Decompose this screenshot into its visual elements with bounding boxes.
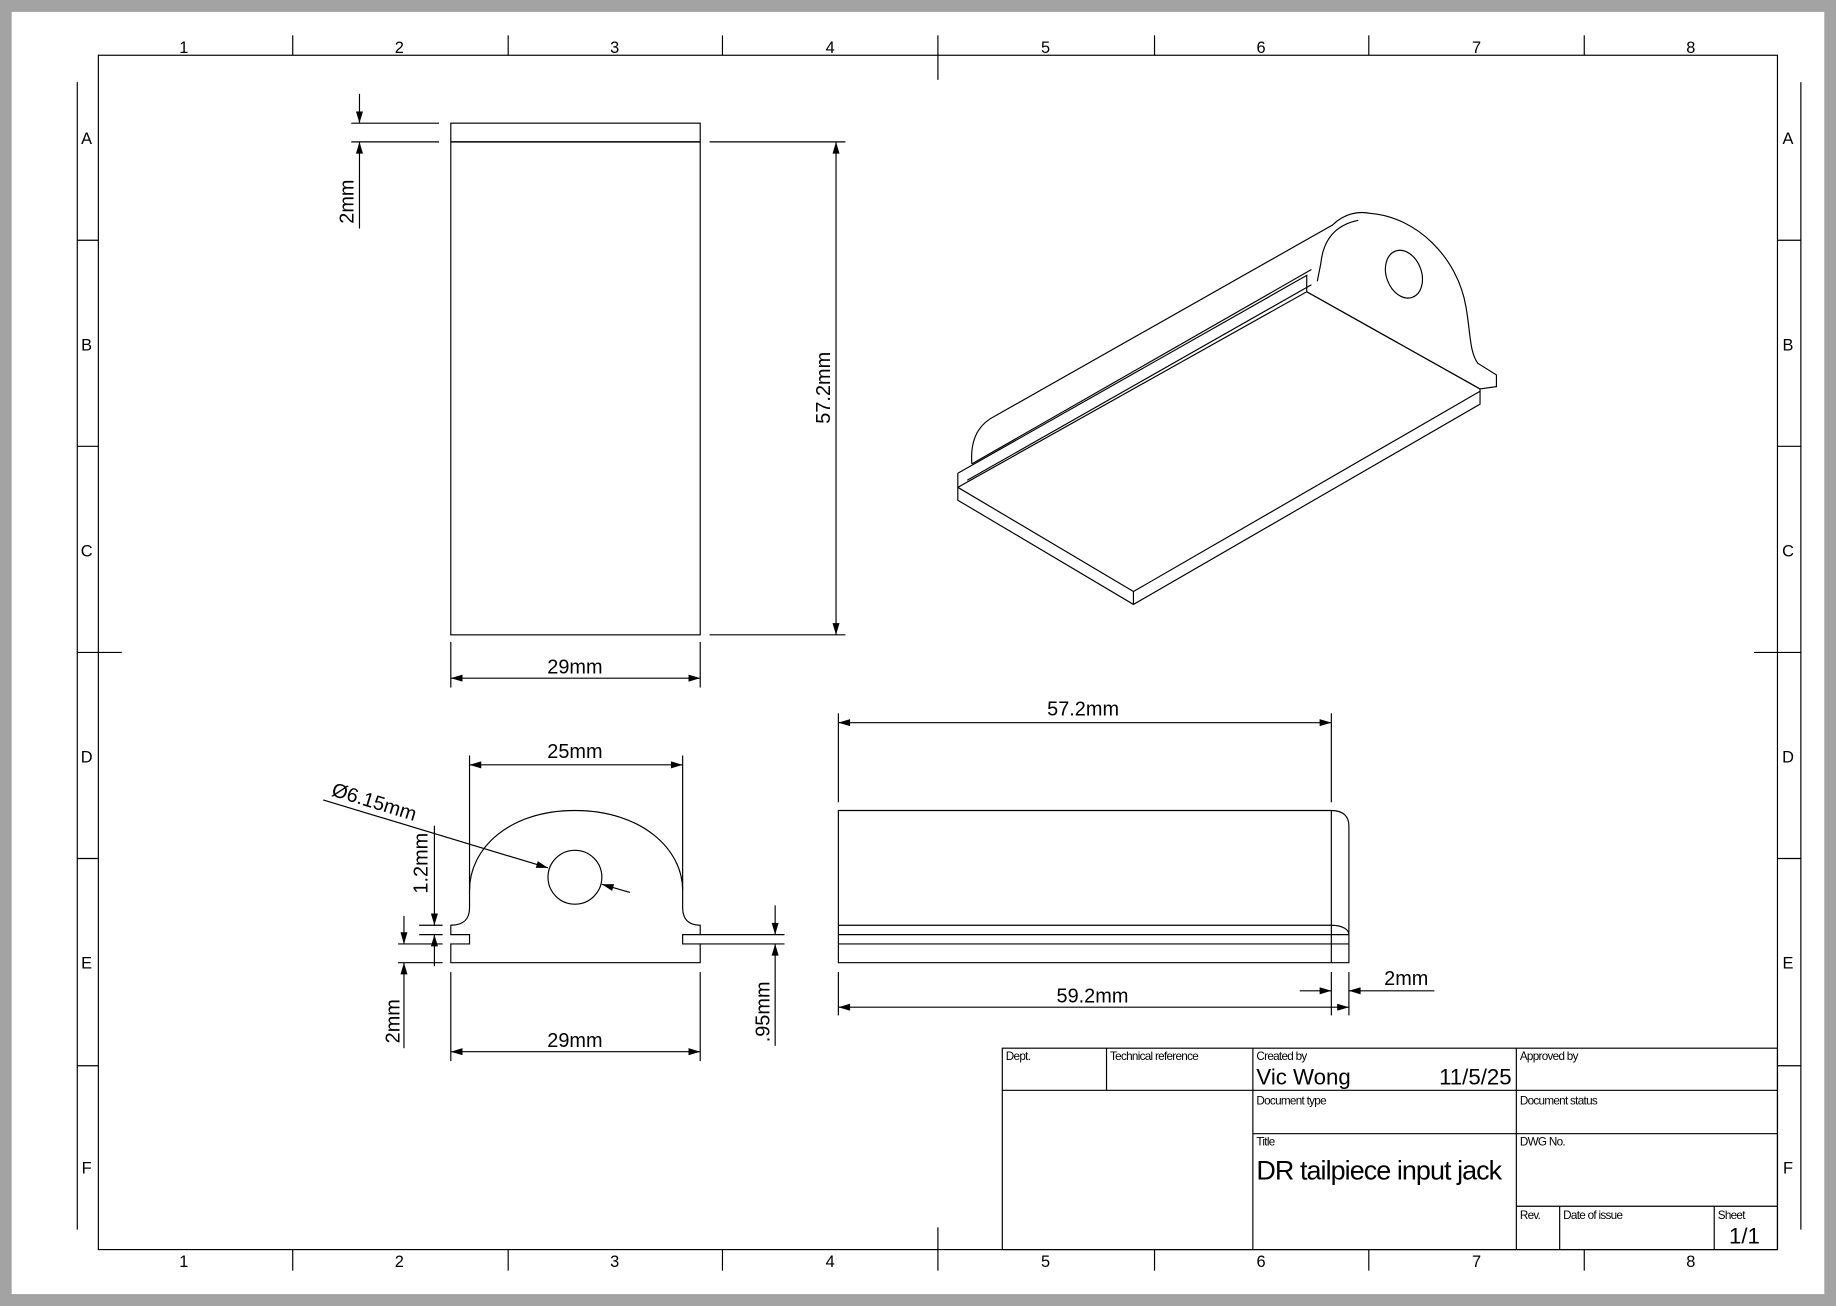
isometric-view bbox=[957, 211, 1498, 606]
created-by-label: Created by bbox=[1256, 1050, 1307, 1063]
row-labels-right: A B C D E F bbox=[1782, 130, 1794, 1177]
svg-text:7: 7 bbox=[1472, 39, 1481, 57]
svg-text:7: 7 bbox=[1472, 1253, 1481, 1271]
svg-text:B: B bbox=[81, 336, 92, 354]
column-labels-bottom: 1 2 3 4 5 6 7 8 bbox=[179, 1253, 1695, 1271]
zone-ticks bbox=[76, 35, 1802, 1271]
dept-label: Dept. bbox=[1006, 1050, 1031, 1063]
sheet-number: 1/1 bbox=[1729, 1224, 1760, 1249]
svg-text:4: 4 bbox=[826, 39, 835, 57]
dim-flange-height: 1.2mm bbox=[410, 833, 432, 894]
svg-text:1: 1 bbox=[179, 1253, 188, 1271]
svg-text:E: E bbox=[81, 955, 92, 973]
svg-text:F: F bbox=[1783, 1159, 1793, 1177]
dim-top-length: 57.2mm bbox=[813, 352, 835, 424]
row-labels-left: A B C D E F bbox=[81, 130, 93, 1177]
svg-text:B: B bbox=[1783, 336, 1794, 354]
top-view: 2mm 57.2mm 29mm bbox=[337, 93, 846, 688]
dim-base-thickness: 2mm bbox=[382, 999, 404, 1043]
title-block: Dept. Technical reference Created by Vic… bbox=[1001, 1047, 1779, 1251]
doc-status-label: Document status bbox=[1520, 1094, 1598, 1107]
sheet-label: Sheet bbox=[1718, 1209, 1746, 1222]
svg-text:A: A bbox=[81, 130, 92, 148]
dwg-no-label: DWG No. bbox=[1520, 1135, 1566, 1148]
svg-text:3: 3 bbox=[610, 1253, 619, 1271]
created-by: Vic Wong bbox=[1256, 1064, 1350, 1089]
dim-side-length-top: 57.2mm bbox=[1047, 699, 1119, 721]
drawing-title: DR tailpiece input jack bbox=[1256, 1155, 1502, 1185]
dim-side-length-bottom: 59.2mm bbox=[1057, 986, 1129, 1008]
dim-inner-width: 25mm bbox=[547, 741, 602, 763]
dim-side-lip: 2mm bbox=[1384, 968, 1428, 990]
created-date: 11/5/25 bbox=[1439, 1064, 1512, 1089]
svg-text:5: 5 bbox=[1041, 1253, 1050, 1271]
rev-label: Rev. bbox=[1520, 1209, 1541, 1222]
tech-ref-label: Technical reference bbox=[1110, 1050, 1198, 1063]
svg-text:3: 3 bbox=[610, 39, 619, 57]
svg-text:F: F bbox=[82, 1159, 92, 1177]
svg-text:4: 4 bbox=[826, 1253, 835, 1271]
svg-text:A: A bbox=[1783, 130, 1794, 148]
svg-text:D: D bbox=[81, 748, 93, 766]
side-view: 57.2mm 59.2mm 2mm bbox=[837, 699, 1435, 1016]
dim-front-width: 29mm bbox=[547, 1030, 602, 1052]
column-labels-top: 1 2 3 4 5 6 7 8 bbox=[179, 39, 1695, 57]
svg-text:C: C bbox=[1782, 542, 1794, 560]
title-label: Title bbox=[1256, 1135, 1274, 1148]
svg-text:D: D bbox=[1782, 748, 1794, 766]
svg-text:5: 5 bbox=[1041, 39, 1050, 57]
dim-flange-gap: .95mm bbox=[752, 981, 774, 1042]
svg-text:C: C bbox=[81, 542, 93, 560]
paper bbox=[11, 11, 1825, 1295]
svg-text:2: 2 bbox=[395, 1253, 404, 1271]
svg-text:2: 2 bbox=[395, 39, 404, 57]
date-of-issue-label: Date of issue bbox=[1563, 1209, 1622, 1222]
dim-top-width: 29mm bbox=[547, 656, 602, 678]
svg-text:8: 8 bbox=[1686, 1253, 1695, 1271]
dim-top-thickness: 2mm bbox=[337, 180, 359, 224]
svg-text:1: 1 bbox=[179, 39, 188, 57]
svg-text:E: E bbox=[1783, 955, 1794, 973]
svg-text:8: 8 bbox=[1686, 39, 1695, 57]
doc-type-label: Document type bbox=[1256, 1094, 1326, 1107]
svg-text:6: 6 bbox=[1257, 39, 1266, 57]
svg-text:6: 6 bbox=[1257, 1253, 1266, 1271]
approved-by-label: Approved by bbox=[1520, 1050, 1579, 1063]
